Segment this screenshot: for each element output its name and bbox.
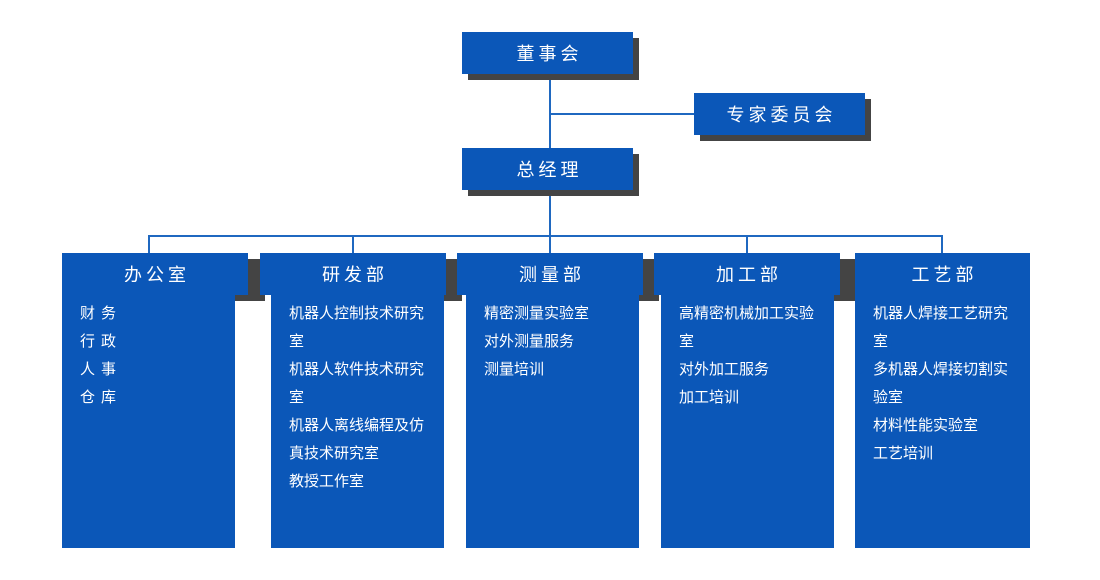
department-name-craft: 工艺部 (911, 265, 978, 285)
connector-drop-office (148, 235, 150, 257)
department-body-rd: 机器人控制技术研究室机器人软件技术研究室机器人离线编程及仿真技术研究室教授工作室 (271, 282, 444, 548)
connector-drop-processing (746, 235, 748, 257)
department-item[interactable]: 机器人软件技术研究室 (289, 361, 425, 406)
department-item[interactable]: 人事 (80, 361, 123, 378)
department-item[interactable]: 仓库 (80, 389, 123, 406)
general-manager-node[interactable]: 总经理 (462, 148, 633, 190)
connector-board-to-expert-committee (549, 113, 695, 115)
connector-department-bus (148, 235, 943, 237)
department-item[interactable]: 工艺培训 (873, 445, 934, 462)
department-item[interactable]: 材料性能实验室 (873, 417, 979, 434)
department-item[interactable]: 测量培训 (484, 361, 545, 378)
department-name-rd: 研发部 (322, 265, 388, 285)
department-item[interactable]: 多机器人焊接切割实验室 (873, 361, 1009, 406)
connector-gm-to-bus (549, 190, 551, 236)
department-item[interactable]: 精密测量实验室 (484, 305, 590, 322)
department-item[interactable]: 高精密机械加工实验室 (679, 305, 815, 350)
department-header-shadow-craft (838, 259, 856, 301)
connector-drop-rd (352, 235, 354, 257)
department-item[interactable]: 机器人焊接工艺研究室 (873, 305, 1009, 350)
department-name-measurement: 测量部 (519, 265, 585, 285)
department-item[interactable]: 对外加工服务 (679, 361, 770, 378)
department-body-office: 财务行政人事仓库 (62, 282, 235, 548)
department-item[interactable]: 机器人控制技术研究室 (289, 305, 425, 350)
department-name-office: 办公室 (124, 265, 190, 285)
board-node[interactable]: 董事会 (462, 32, 633, 74)
department-body-craft: 机器人焊接工艺研究室多机器人焊接切割实验室材料性能实验室工艺培训 (855, 282, 1030, 548)
board-label: 董事会 (516, 44, 583, 64)
expert-committee-node[interactable]: 专家委员会 (694, 93, 865, 135)
department-item[interactable]: 行政 (80, 333, 123, 350)
department-item[interactable]: 教授工作室 (289, 473, 365, 490)
general-manager-label: 总经理 (516, 160, 583, 180)
connector-drop-measurement (549, 235, 551, 257)
connector-drop-craft (941, 235, 943, 257)
department-item[interactable]: 机器人离线编程及仿真技术研究室 (289, 417, 425, 462)
department-item[interactable]: 加工培训 (679, 389, 740, 406)
expert-committee-label: 专家委员会 (726, 105, 837, 125)
department-body-processing: 高精密机械加工实验室对外加工服务加工培训 (661, 282, 834, 548)
department-item[interactable]: 财务 (80, 305, 123, 322)
department-name-processing: 加工部 (716, 265, 782, 285)
department-item[interactable]: 对外测量服务 (484, 333, 575, 350)
department-body-measurement: 精密测量实验室对外测量服务测量培训 (466, 282, 639, 548)
